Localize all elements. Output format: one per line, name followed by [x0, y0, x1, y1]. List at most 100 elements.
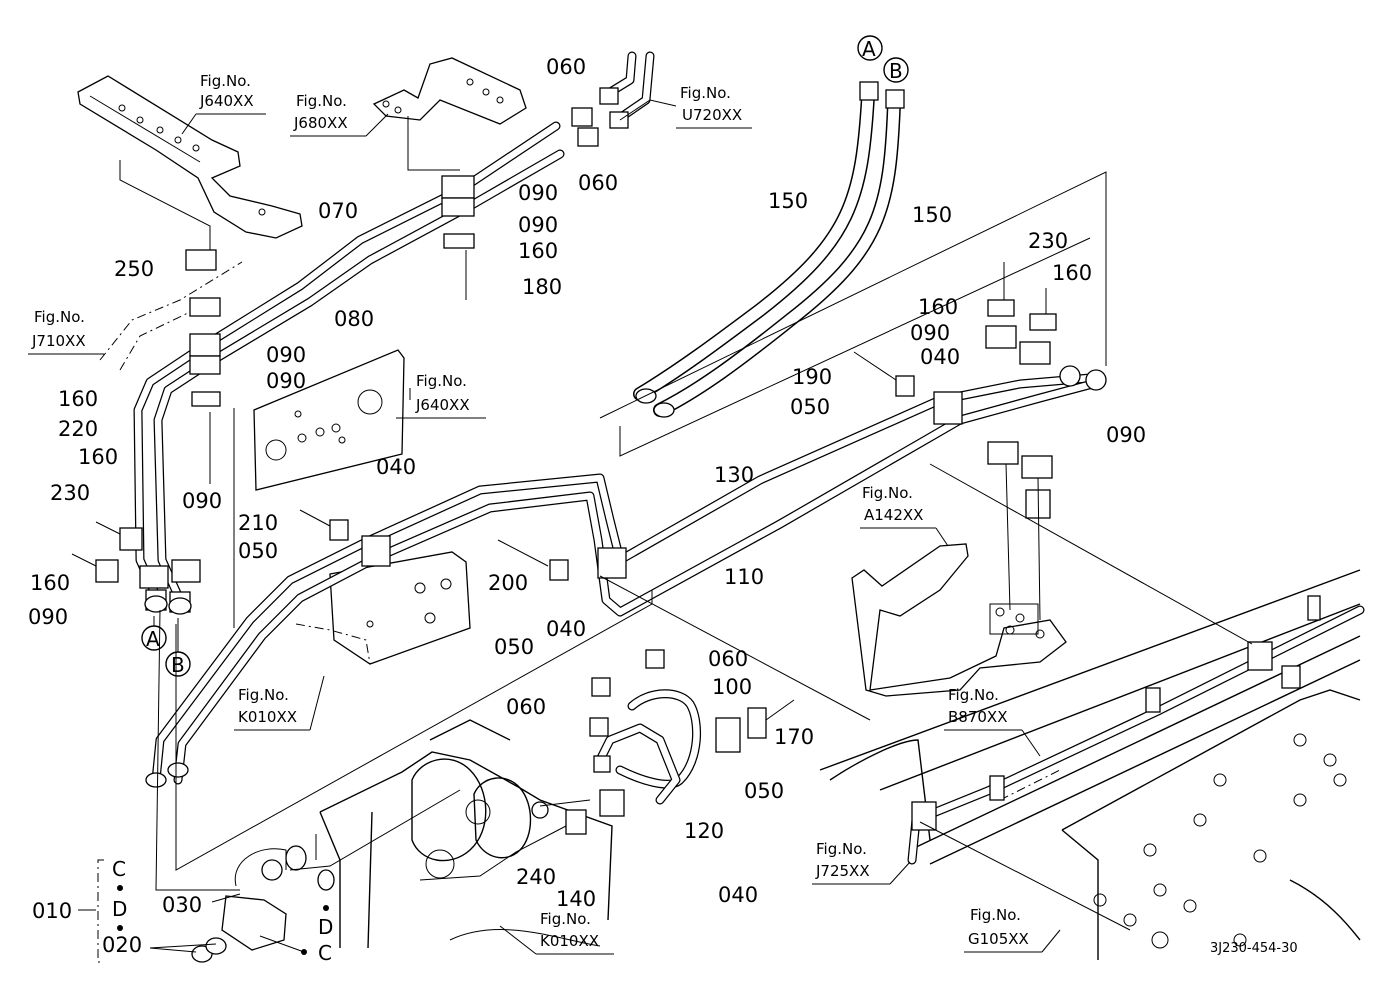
part-label: 050 [790, 395, 830, 419]
svg-text:Fig.No.: Fig.No. [416, 372, 467, 390]
line-art [77, 57, 1361, 960]
part-label: 110 [724, 565, 764, 589]
svg-text:J640XX: J640XX [199, 92, 254, 110]
svg-text:Fig.No.: Fig.No. [816, 840, 867, 858]
part-label: 090 [518, 213, 558, 237]
svg-text:Fig.No.: Fig.No. [540, 910, 591, 928]
svg-text:Fig.No.: Fig.No. [238, 686, 289, 704]
part-label: 010 [32, 899, 72, 923]
svg-text:Fig.No.: Fig.No. [200, 72, 251, 90]
fig-ref-j640-left: Fig.No. J640XX [396, 372, 486, 419]
part-label: 060 [578, 171, 618, 195]
leader-lines [119, 99, 1253, 931]
svg-text:J680XX: J680XX [293, 114, 348, 132]
connector-b-top: B [889, 59, 903, 83]
connector-markers: A B A B [141, 35, 909, 677]
bracket-top-center [372, 57, 527, 125]
fig-ref-g105: Fig.No. G105XX [964, 906, 1061, 953]
part-label: 090 [182, 489, 222, 513]
port-d-mark: D [318, 915, 333, 939]
fig-ref-a142: Fig.No. A142XX [860, 484, 949, 547]
svg-text:J710XX: J710XX [31, 332, 86, 350]
svg-text:U720XX: U720XX [682, 106, 742, 124]
fittings [71, 81, 1321, 963]
part-label: 140 [556, 887, 596, 911]
part-label: 190 [792, 365, 832, 389]
part-label: 160 [78, 445, 118, 469]
svg-text:Fig.No.: Fig.No. [970, 906, 1021, 924]
fig-ref-j640-top: Fig.No. J640XX [181, 72, 266, 135]
svg-text:G105XX: G105XX [968, 930, 1029, 948]
fig-ref-k010-low: Fig.No. K010XX [499, 910, 614, 955]
part-label: 150 [912, 203, 952, 227]
part-label: 050 [494, 635, 534, 659]
port-c-key: C [112, 857, 126, 881]
fig-ref-k010-mid: Fig.No. K010XX [234, 675, 325, 731]
svg-text:Fig.No.: Fig.No. [680, 84, 731, 102]
svg-text:A142XX: A142XX [864, 506, 923, 524]
part-label: 160 [518, 239, 558, 263]
part-label: 230 [1028, 229, 1068, 253]
plate-left [253, 349, 405, 491]
part-label: 220 [58, 417, 98, 441]
port-d-key: D [112, 897, 127, 921]
part-label: 180 [522, 275, 562, 299]
part-label: 040 [546, 617, 586, 641]
part-label: 130 [714, 463, 754, 487]
part-label: 060 [506, 695, 546, 719]
outline-j710-b [119, 311, 191, 371]
frame-right-casing [1061, 689, 1361, 960]
drawing-code: 3J230-454-30 [1210, 941, 1298, 956]
part-label: 170 [774, 725, 814, 749]
part-label: 160 [58, 387, 98, 411]
connector-a-bottom: A [146, 627, 160, 651]
part-label: 150 [768, 189, 808, 213]
port-c-mark: C [318, 941, 332, 965]
part-label: 090 [266, 343, 306, 367]
svg-text:J725XX: J725XX [815, 862, 870, 880]
fig-ref-j680: Fig.No. J680XX [290, 92, 389, 137]
fig-ref-b870: Fig.No. B870XX [944, 686, 1041, 757]
part-label: 090 [28, 605, 68, 629]
svg-text:K010XX: K010XX [238, 708, 297, 726]
fig-ref-j725: Fig.No. J725XX [812, 840, 911, 885]
part-label: 160 [1052, 261, 1092, 285]
svg-text:J640XX: J640XX [415, 396, 470, 414]
part-label: 080 [334, 307, 374, 331]
part-label: 210 [238, 511, 278, 535]
part-label: 060 [708, 647, 748, 671]
port-markers: C D D C [78, 857, 333, 965]
svg-text:Fig.No.: Fig.No. [296, 92, 347, 110]
part-label: 090 [910, 321, 950, 345]
bracket-top-left [77, 75, 303, 239]
part-label: 070 [318, 199, 358, 223]
part-label: 040 [718, 883, 758, 907]
svg-text:Fig.No.: Fig.No. [34, 308, 85, 326]
outline-b870 [999, 769, 1061, 801]
part-label: 030 [162, 893, 202, 917]
svg-text:Fig.No.: Fig.No. [948, 686, 999, 704]
plate-middle [295, 551, 471, 665]
part-labels: 060 060 150 150 230 160 160 090 040 190 … [28, 55, 1146, 957]
svg-text:B870XX: B870XX [948, 708, 1007, 726]
outline-j710 [99, 261, 243, 361]
part-label: 020 [102, 933, 142, 957]
part-label: 040 [376, 455, 416, 479]
fig-ref-j710: Fig.No. J710XX [28, 308, 104, 355]
fig-ref-u720: Fig.No. U720XX [676, 84, 752, 129]
bracket-a142 [851, 543, 1067, 697]
svg-text:Fig.No.: Fig.No. [862, 484, 913, 502]
part-label: 060 [546, 55, 586, 79]
svg-text:K010XX: K010XX [540, 932, 599, 950]
part-label: 250 [114, 257, 154, 281]
part-label: 090 [1106, 423, 1146, 447]
part-label: 240 [516, 865, 556, 889]
part-label: 050 [744, 779, 784, 803]
part-label: 200 [488, 571, 528, 595]
part-label: 040 [920, 345, 960, 369]
connector-b-bottom: B [171, 653, 185, 677]
part-label: 090 [266, 369, 306, 393]
figure-references: Fig.No. J640XX Fig.No. J680XX Fig.No. U7… [28, 72, 1061, 955]
part-label: 160 [30, 571, 70, 595]
